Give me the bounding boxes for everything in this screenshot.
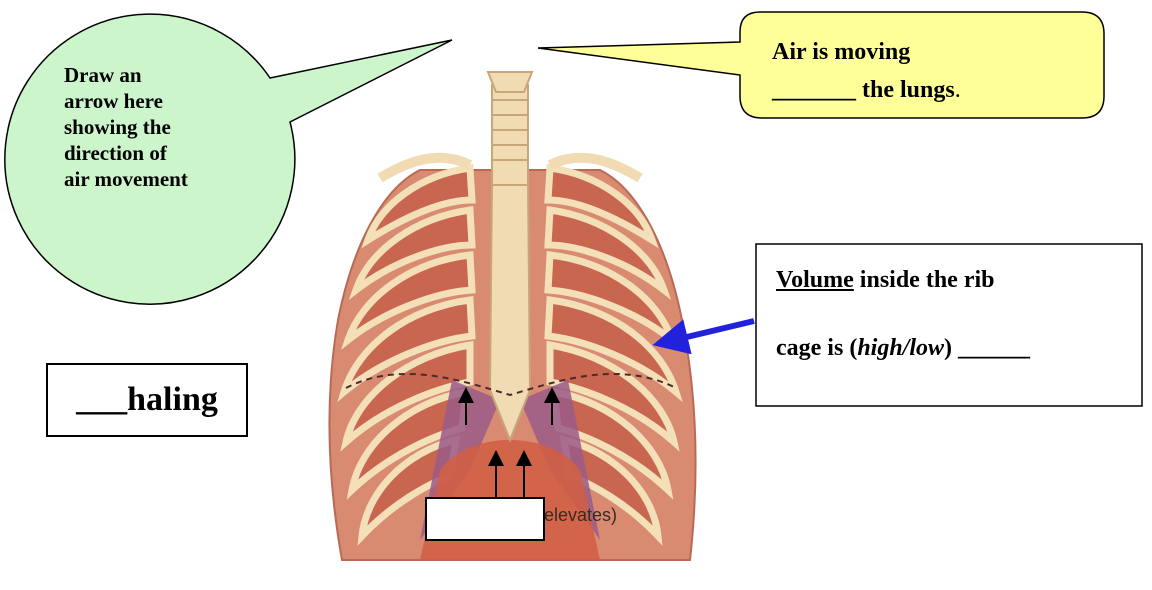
volume-word: Volume	[776, 267, 854, 293]
volume-question-text: Volume inside the rib cage is (high/low)…	[776, 262, 1136, 366]
volume-line-2-start: cage is (	[776, 335, 857, 361]
haling-box[interactable]: ___haling	[46, 363, 248, 437]
volume-line-2: cage is (high/low) ______	[776, 330, 1136, 366]
elevates-label: elevates)	[544, 505, 617, 526]
volume-answer-blank[interactable]: ) ______	[944, 335, 1030, 361]
rib-cage-illustration	[329, 72, 695, 560]
haling-label: ___haling	[76, 381, 218, 419]
answer-blank-box[interactable]	[426, 498, 544, 540]
high-low-options: high/low	[857, 335, 944, 361]
green-line-5: air movement	[64, 166, 234, 192]
air-moving-prompt: Air is moving _______ the lungs.	[772, 33, 1092, 109]
green-line-3: showing the	[64, 114, 234, 140]
air-blank[interactable]: _______	[772, 77, 856, 103]
green-line-4: direction of	[64, 140, 234, 166]
air-moving-line-1: Air is moving	[772, 33, 1092, 71]
volume-line-1-rest: inside the rib	[854, 267, 995, 293]
green-line-2: arrow here	[64, 88, 234, 114]
period: .	[955, 77, 961, 103]
lungs-text: the lungs	[856, 77, 955, 103]
air-moving-line-2: _______ the lungs.	[772, 71, 1092, 109]
green-line-1: Draw an	[64, 62, 234, 88]
draw-arrow-instruction: Draw an arrow here showing the direction…	[64, 62, 234, 192]
